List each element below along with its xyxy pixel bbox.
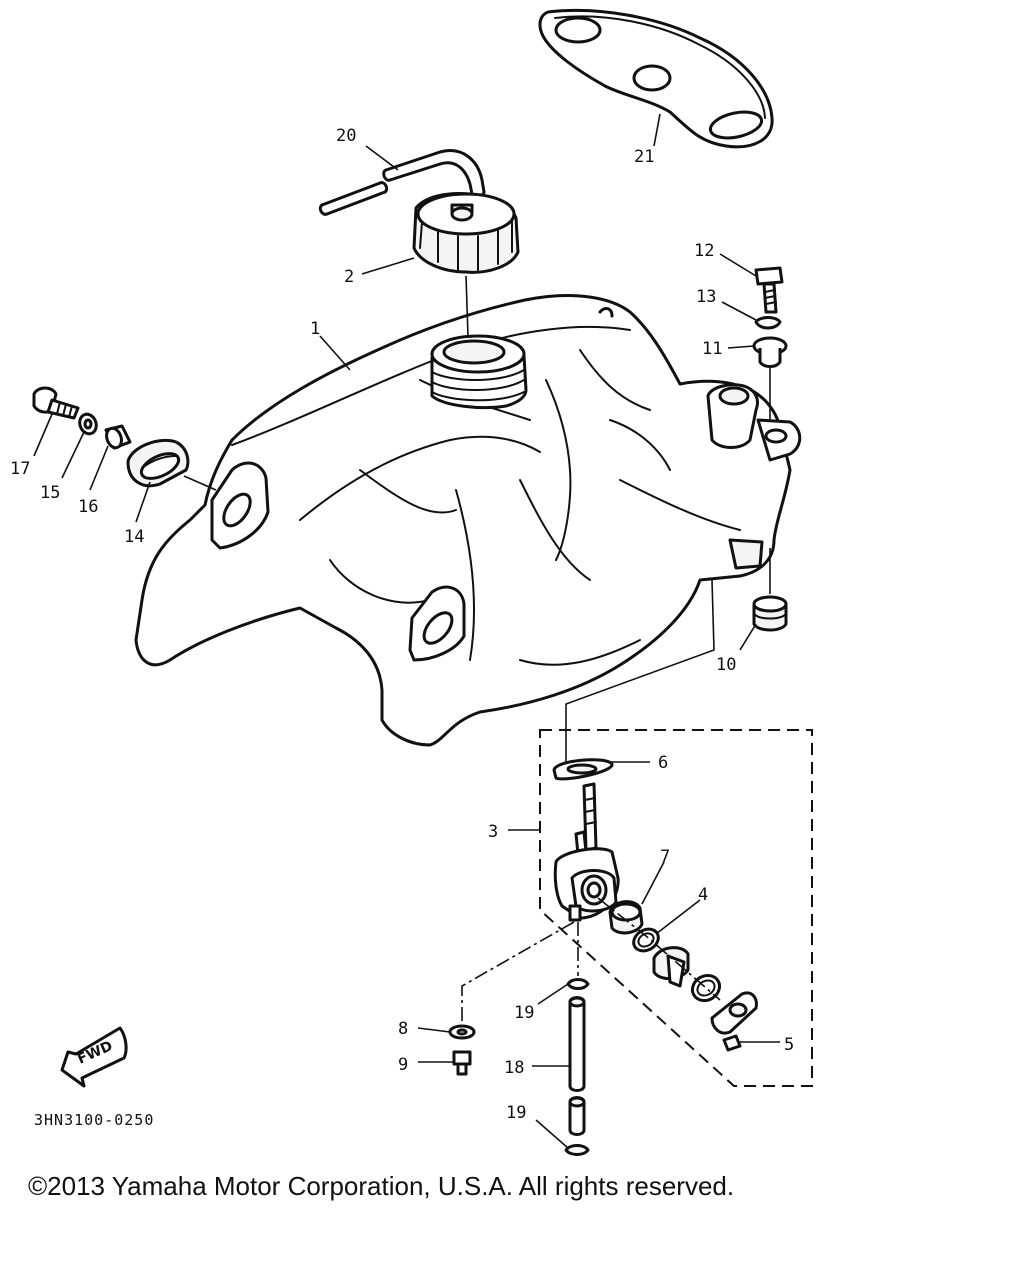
part-5-screw (722, 1034, 742, 1052)
callout-20: 20 (336, 126, 356, 146)
callout-7: 7 (660, 847, 670, 867)
part-1-fuel-tank (134, 294, 802, 747)
part-7-filter-cup (608, 900, 644, 935)
part-19-clip-upper (566, 978, 590, 990)
callout-15: 15 (40, 483, 60, 503)
callout-11: 11 (702, 339, 722, 359)
part-2-fuel-cap (412, 192, 520, 274)
callout-9: 9 (398, 1055, 408, 1075)
callout-10: 10 (716, 655, 736, 675)
copyright-notice: ©2013 Yamaha Motor Corporation, U.S.A. A… (28, 1171, 735, 1201)
callout-16: 16 (78, 497, 98, 517)
callout-19-upper: 19 (514, 1003, 534, 1023)
drawing-code: 3HN3100-0250 (34, 1111, 154, 1129)
callout-2: 2 (344, 267, 354, 287)
part-21-plate (538, 8, 774, 149)
callout-17: 17 (10, 459, 30, 479)
part-19-clip-lower (564, 1144, 590, 1156)
part-9-bolt (452, 1050, 472, 1076)
callout-1: 1 (310, 319, 320, 339)
fwd-arrow-icon: FWD (60, 1026, 128, 1088)
lever-o-ring (690, 973, 722, 1003)
part-13-washer (754, 316, 782, 330)
callout-14: 14 (124, 527, 144, 547)
part-10-damper (752, 595, 788, 632)
callout-18: 18 (504, 1058, 524, 1078)
fuel-cock-lever (652, 946, 690, 988)
callout-3: 3 (488, 822, 498, 842)
callout-8: 8 (398, 1019, 408, 1039)
callout-19-lower: 19 (506, 1103, 526, 1123)
part-8-washer (448, 1024, 476, 1040)
cover-plate (710, 991, 758, 1035)
callout-leaders (33, 113, 780, 1149)
part-6-gasket (552, 758, 614, 781)
part-3-fuel-cock (553, 782, 620, 922)
callout-21: 21 (634, 147, 654, 167)
part-11-collar (752, 336, 788, 368)
callout-4: 4 (698, 885, 708, 905)
callout-13: 13 (696, 287, 716, 307)
callout-5: 5 (784, 1035, 794, 1055)
part-14-grommet (126, 439, 190, 488)
part-3-assembly-outline (539, 729, 813, 1087)
part-12-bolt (754, 266, 784, 314)
part-18-fuel-hose (568, 996, 586, 1136)
part-15-washer (78, 412, 98, 436)
part-17-bolt (32, 386, 80, 420)
callout-6: 6 (658, 753, 668, 773)
callout-12: 12 (694, 241, 714, 261)
part-16-collar (104, 424, 132, 450)
